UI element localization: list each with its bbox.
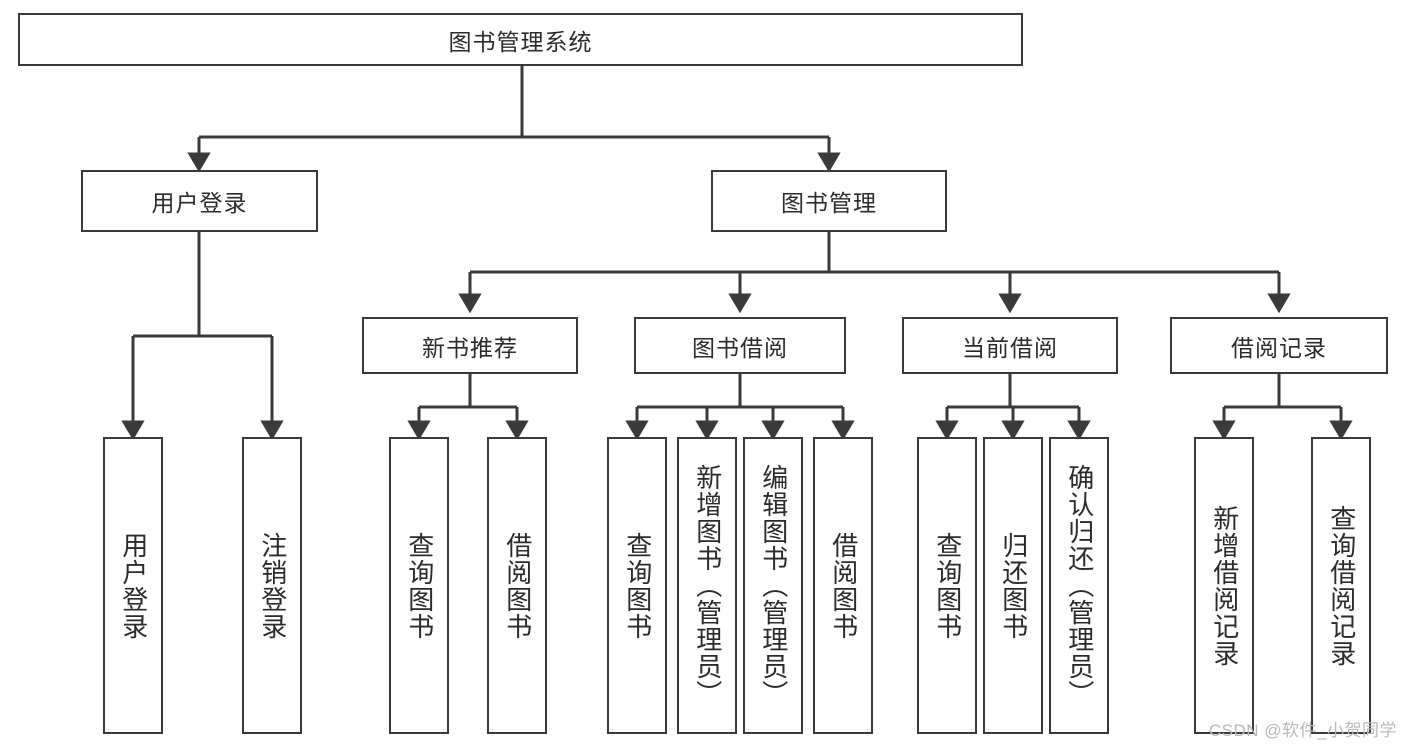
node-book-manage[interactable]: 图书管理 <box>711 170 947 232</box>
leaf-user-login-label: 用户登录 <box>118 531 149 640</box>
leaf-return-book[interactable]: 归还图书 <box>983 437 1043 734</box>
leaf-query-record[interactable]: 查询借阅记录 <box>1311 437 1371 734</box>
leaf-add-book[interactable]: 新增图书（管理员） <box>677 437 737 734</box>
leaf-query-book-1[interactable]: 查询图书 <box>389 437 449 734</box>
leaf-query-book-3[interactable]: 查询图书 <box>917 437 977 734</box>
node-user-login[interactable]: 用户登录 <box>81 170 318 232</box>
leaf-confirm-return[interactable]: 确认归还（管理员） <box>1049 437 1109 734</box>
leaf-borrow-book-2-label: 借阅图书 <box>828 531 859 640</box>
leaf-add-record-label: 新增借阅记录 <box>1209 504 1240 667</box>
leaf-borrow-book-1[interactable]: 借阅图书 <box>487 437 547 734</box>
leaf-borrow-book-1-label: 借阅图书 <box>502 531 533 640</box>
node-current-borrow-label: 当前借阅 <box>962 334 1058 361</box>
leaf-user-login[interactable]: 用户登录 <box>103 437 163 734</box>
leaf-add-record[interactable]: 新增借阅记录 <box>1194 437 1254 734</box>
leaf-query-book-3-label: 查询图书 <box>932 531 963 640</box>
leaf-query-book-1-label: 查询图书 <box>404 531 435 640</box>
leaf-edit-book-label: 编辑图书（管理员） <box>758 464 789 707</box>
node-new-book-recommend[interactable]: 新书推荐 <box>362 317 578 374</box>
leaf-query-book-2-label: 查询图书 <box>622 531 653 640</box>
leaf-query-record-label: 查询借阅记录 <box>1326 504 1357 667</box>
node-new-book-recommend-label: 新书推荐 <box>422 334 518 361</box>
node-book-borrow[interactable]: 图书借阅 <box>634 317 846 374</box>
node-current-borrow[interactable]: 当前借阅 <box>902 317 1118 374</box>
node-book-borrow-label: 图书借阅 <box>692 334 788 361</box>
node-root[interactable]: 图书管理系统 <box>18 13 1023 66</box>
watermark-text: CSDN @软件_小贺同学 <box>1208 721 1397 740</box>
leaf-query-book-2[interactable]: 查询图书 <box>607 437 667 734</box>
node-book-manage-label: 图书管理 <box>781 190 877 216</box>
node-root-label: 图书管理系统 <box>448 28 593 55</box>
leaf-return-book-label: 归还图书 <box>998 531 1029 640</box>
node-borrow-record[interactable]: 借阅记录 <box>1170 317 1388 374</box>
leaf-confirm-return-label: 确认归还（管理员） <box>1064 464 1095 707</box>
leaf-logout-login-label: 注销登录 <box>257 531 288 640</box>
leaf-borrow-book-2[interactable]: 借阅图书 <box>813 437 873 734</box>
node-borrow-record-label: 借阅记录 <box>1231 334 1327 361</box>
node-user-login-label: 用户登录 <box>151 190 248 216</box>
leaf-edit-book[interactable]: 编辑图书（管理员） <box>743 437 803 734</box>
leaf-logout-login[interactable]: 注销登录 <box>242 437 302 734</box>
leaf-add-book-label: 新增图书（管理员） <box>692 464 723 707</box>
